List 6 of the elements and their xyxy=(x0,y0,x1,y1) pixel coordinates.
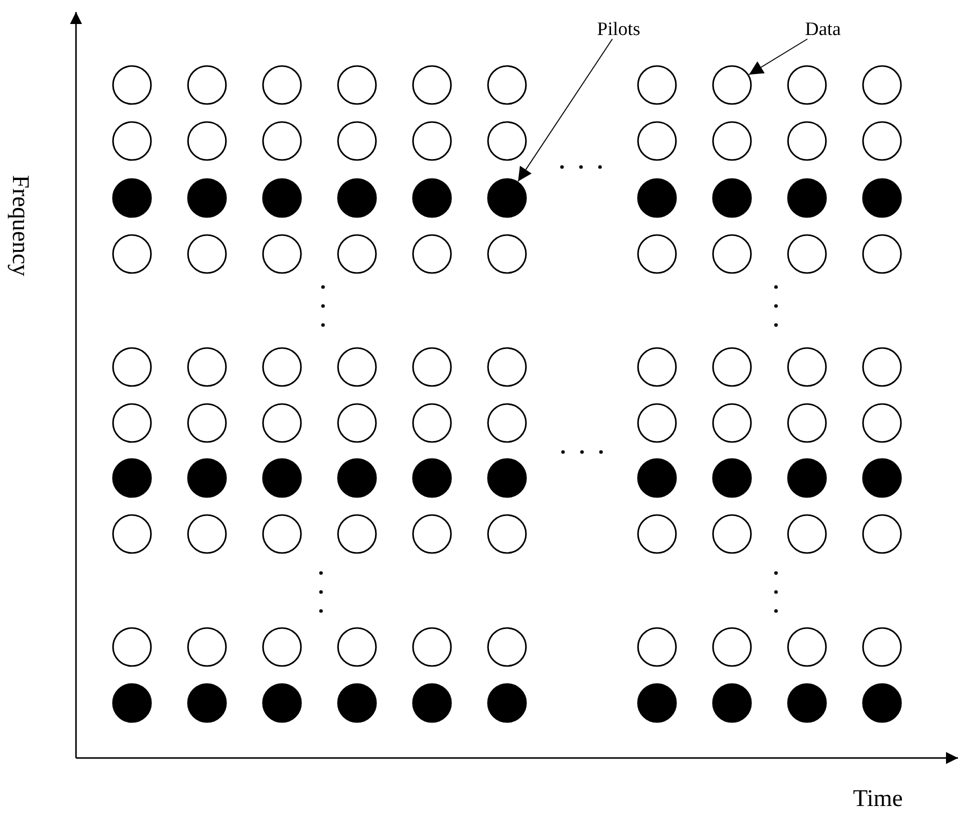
axis-label: Frequency xyxy=(8,175,32,276)
leader-arrow xyxy=(518,38,613,182)
axis-label: Time xyxy=(853,787,903,811)
leader-arrow xyxy=(748,38,808,76)
callout-label: Pilots xyxy=(597,20,640,39)
callout-label: Data xyxy=(805,20,841,39)
